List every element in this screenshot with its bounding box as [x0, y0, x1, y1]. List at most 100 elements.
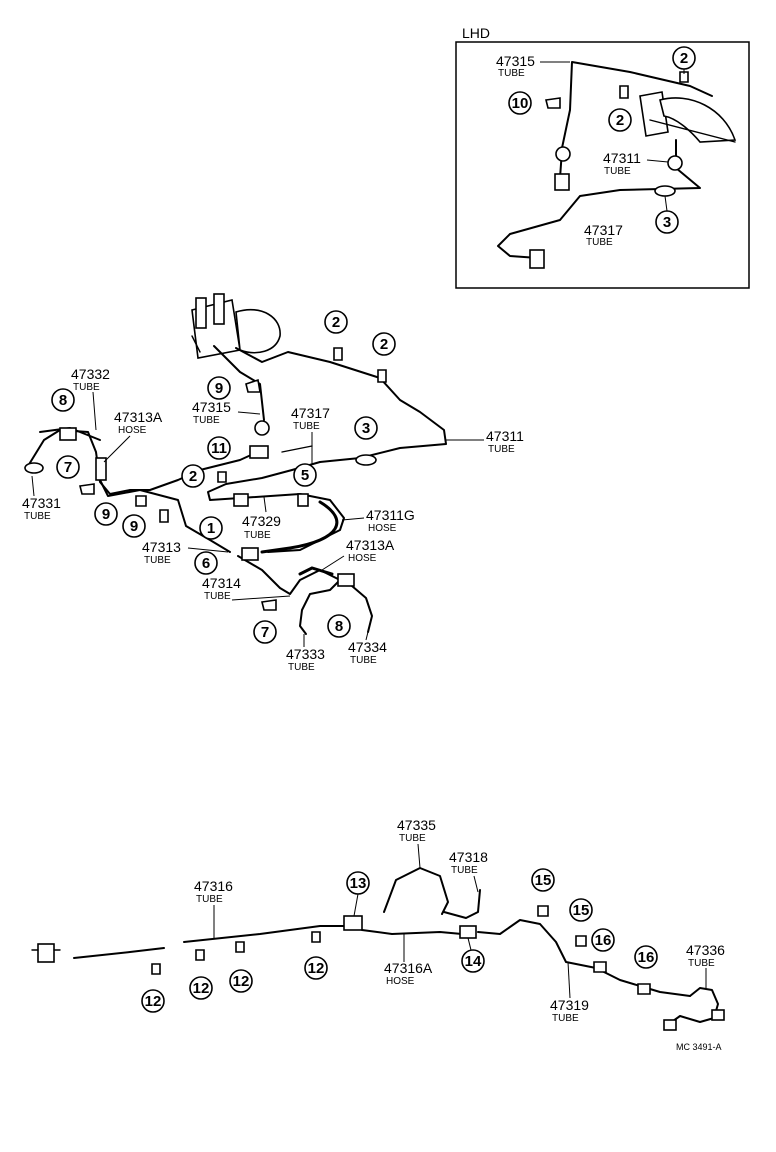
- label-type: TUBE: [488, 444, 515, 455]
- tube-47335: [383, 867, 449, 915]
- clip-12: [235, 941, 245, 953]
- callout-2: [372, 332, 396, 356]
- label-type: TUBE: [24, 511, 51, 522]
- inset-clamp: [654, 185, 676, 197]
- callout-16: [591, 928, 615, 952]
- label-type: TUBE: [604, 166, 631, 177]
- bolt-2: [333, 347, 343, 361]
- label-47334: 47334: [348, 639, 387, 655]
- label-47331: 47331: [22, 495, 61, 511]
- callout-2-text: 2: [189, 468, 197, 485]
- label-type: TUBE: [451, 865, 478, 876]
- callout-1: [199, 516, 223, 540]
- label-type: TUBE: [193, 415, 220, 426]
- label-47316A: 47316A: [384, 960, 433, 976]
- label-47319: 47319: [550, 997, 589, 1013]
- bolt-15: [575, 935, 587, 947]
- callout-10-text: 10: [512, 95, 529, 112]
- label-47318: 47318: [449, 849, 488, 865]
- callout-14-text: 14: [465, 953, 482, 970]
- callout-16-text: 16: [595, 932, 612, 949]
- clip-9: [245, 378, 261, 393]
- callout-7: [253, 620, 277, 644]
- callout-12: [304, 956, 328, 980]
- label-type: HOSE: [386, 976, 415, 987]
- tube-front-rear: [73, 947, 165, 959]
- callout-9-text: 9: [130, 518, 138, 535]
- label-47329: 47329: [242, 513, 281, 529]
- joint-6: [241, 547, 259, 561]
- fitting-end: [711, 1009, 725, 1021]
- clip-12: [151, 963, 161, 975]
- callout-11: [207, 436, 231, 460]
- label-47311: 47311: [603, 150, 641, 166]
- callout-2: [181, 464, 205, 488]
- callout-5-text: 5: [301, 467, 309, 484]
- bolt-9: [159, 509, 169, 523]
- clip-5: [297, 493, 309, 507]
- union-14: [459, 925, 477, 939]
- callout-9: [122, 514, 146, 538]
- callout-15-text: 15: [535, 872, 552, 889]
- callout-1-text: 1: [207, 520, 215, 537]
- label-type: TUBE: [586, 237, 613, 248]
- callout-6: [194, 551, 218, 575]
- callout-8: [51, 388, 75, 412]
- label-type: HOSE: [368, 523, 397, 534]
- clamp-3: [355, 454, 377, 466]
- clip-16: [593, 961, 607, 973]
- tube-47311: [235, 347, 447, 463]
- tube-47318: [443, 889, 481, 919]
- callout-11-text: 11: [211, 440, 227, 457]
- label-47315: 47315: [192, 399, 231, 415]
- pin: [281, 445, 313, 453]
- label-type: HOSE: [348, 553, 377, 564]
- label-type: TUBE: [552, 1013, 579, 1024]
- label-type: TUBE: [350, 655, 377, 666]
- label-type: TUBE: [688, 958, 715, 969]
- label-type: TUBE: [498, 68, 525, 79]
- inset-valve: [554, 173, 570, 191]
- front-brake-lines: 2 2 9 11 3 2 5 1 6 8 7 9 9 7 8 47332 TUB…: [22, 293, 524, 673]
- callout-12: [229, 969, 253, 993]
- label-47335: 47335: [397, 817, 436, 833]
- callout-9: [207, 376, 231, 400]
- label-47313: 47313: [142, 539, 181, 555]
- callout-9-text: 9: [102, 506, 110, 523]
- callout-12-text: 12: [233, 973, 250, 990]
- label-type: TUBE: [196, 894, 223, 905]
- callout-2-text: 2: [616, 112, 624, 129]
- callout-7-text: 7: [261, 624, 269, 641]
- label-47333: 47333: [286, 646, 325, 662]
- callout-3: [354, 416, 378, 440]
- callout-3-text: 3: [663, 214, 671, 231]
- label-type: TUBE: [244, 530, 271, 541]
- callout-15: [531, 868, 555, 892]
- callout-12-text: 12: [193, 980, 210, 997]
- caliper-end: [24, 462, 44, 474]
- tube-47314: [237, 555, 341, 595]
- callout-13-text: 13: [350, 875, 367, 892]
- callout-16: [634, 945, 658, 969]
- left-valve: [31, 943, 61, 963]
- callout-2: [608, 108, 632, 132]
- valve-11: [249, 445, 269, 459]
- inset-title: LHD: [462, 25, 490, 41]
- callout-15: [569, 898, 593, 922]
- tube-47313: [99, 479, 231, 553]
- drawing-code: MC 3491-A: [676, 1042, 722, 1052]
- label-47314: 47314: [202, 575, 241, 591]
- inset-valve: [529, 249, 545, 269]
- tube-47316: [183, 925, 347, 943]
- callout-12-text: 12: [308, 960, 325, 977]
- callout-8-text: 8: [59, 392, 67, 409]
- callout-12: [189, 976, 213, 1000]
- callout-2-text: 2: [380, 336, 388, 353]
- union-8-left: [59, 427, 77, 441]
- clip-12: [195, 949, 205, 961]
- rear-brake-lines: 12 12 12 12 13 14 15 15 16 16 47335 TUBE…: [31, 817, 725, 1052]
- bolt-9: [135, 495, 147, 507]
- inset-fitting: [555, 146, 571, 162]
- callout-7: [56, 455, 80, 479]
